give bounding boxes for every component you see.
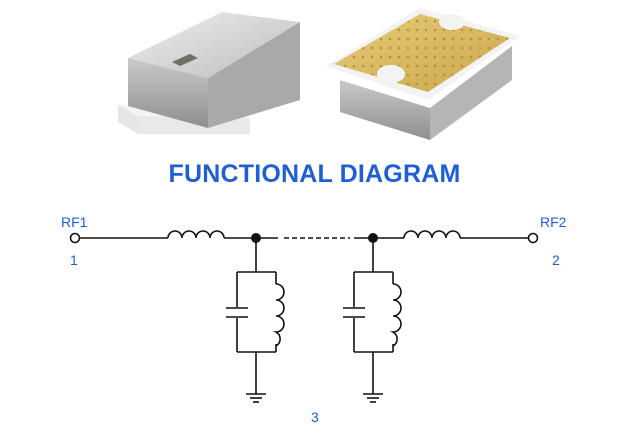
component-photo-top: [118, 12, 300, 134]
component-photo-bottom: [326, 8, 520, 140]
rf2-port-circle: [527, 232, 539, 244]
diagram-title: FUNCTIONAL DIAGRAM: [168, 160, 461, 188]
ground-symbol-right: [363, 393, 383, 403]
rf1-pin-number: 1: [70, 252, 78, 268]
schematic: [69, 230, 539, 403]
inductor-symbol-shunt-right: [389, 283, 402, 347]
junction-dot-left: [251, 233, 261, 243]
rf2-label: RF2: [540, 214, 567, 230]
ground-symbol-left: [246, 393, 266, 403]
ground-pin-number: 3: [311, 409, 319, 425]
inductor-symbol-shunt-left: [272, 283, 285, 347]
junction-dot-right: [368, 233, 378, 243]
inductor-symbol-series-right: [403, 230, 461, 239]
rf1-label: RF1: [61, 214, 88, 230]
inductor-symbol-series-left: [167, 230, 225, 239]
rf2-pin-number: 2: [552, 252, 560, 268]
rf1-port-circle: [69, 232, 81, 244]
